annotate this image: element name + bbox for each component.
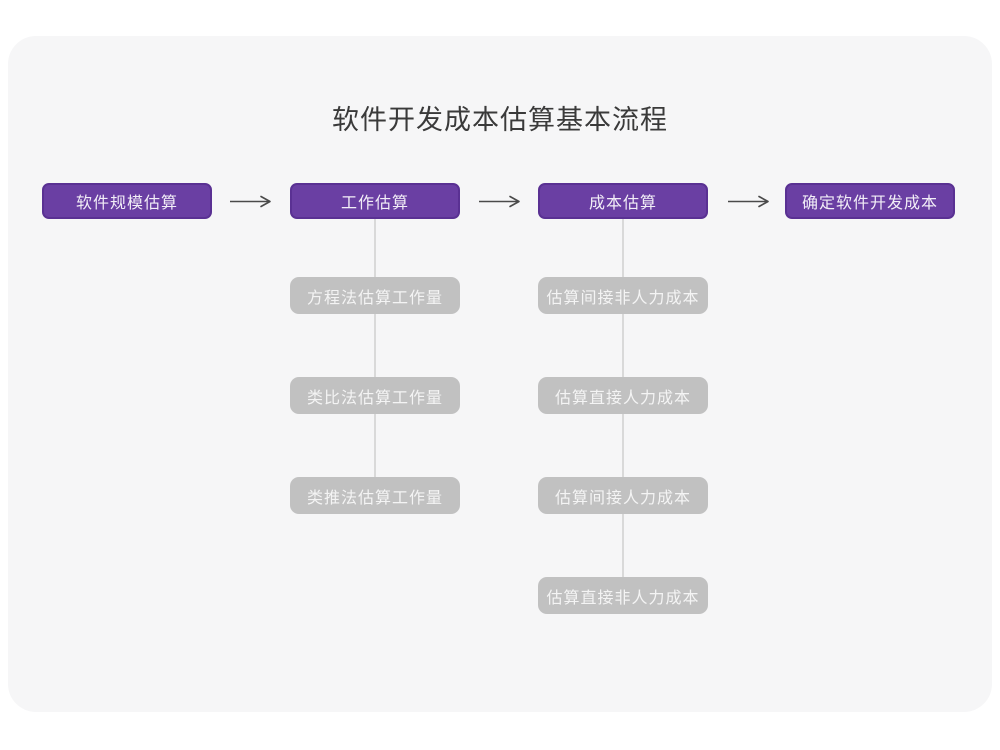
substep-node-label: 类推法估算工作量 (306, 489, 443, 507)
stage-node-label: 成本估算 (588, 195, 657, 212)
stage-node-label: 确定软件开发成本 (801, 195, 938, 212)
flow-arrow-icon (727, 195, 771, 208)
stage-node-label: 工作估算 (340, 195, 409, 212)
stage-node-software-size-estimation: 软件规模估算 (42, 183, 212, 219)
substep-node-direct-labor-cost: 估算直接人力成本 (538, 377, 708, 414)
diagram-title: 软件开发成本估算基本流程 (332, 105, 668, 135)
substep-node-analogy-method: 类比法估算工作量 (290, 377, 460, 414)
substep-node-label: 估算直接人力成本 (554, 389, 691, 407)
flow-arrow-icon (229, 195, 273, 208)
substep-node-equation-method: 方程法估算工作量 (290, 277, 460, 314)
diagram-card: 软件开发成本估算基本流程 软件规模估算 工作估算 成本估算 (8, 36, 992, 712)
substep-node-label: 估算间接人力成本 (554, 489, 691, 507)
substep-node-label: 估算直接非人力成本 (546, 589, 700, 607)
stage-node-work-estimation: 工作估算 (290, 183, 460, 219)
work-column-connector-line (374, 219, 376, 477)
stage-node-determine-development-cost: 确定软件开发成本 (785, 183, 955, 219)
substep-node-extrapolation-method: 类推法估算工作量 (290, 477, 460, 514)
substep-node-label: 类比法估算工作量 (306, 389, 443, 407)
stage-node-label: 软件规模估算 (75, 195, 178, 212)
substep-node-indirect-labor-cost: 估算间接人力成本 (538, 477, 708, 514)
substep-node-direct-nonlabor-cost: 估算直接非人力成本 (538, 577, 708, 614)
stage-node-cost-estimation: 成本估算 (538, 183, 708, 219)
substep-node-label: 估算间接非人力成本 (546, 289, 700, 307)
substep-node-label: 方程法估算工作量 (306, 289, 443, 307)
flow-arrow-icon (478, 195, 522, 208)
substep-node-indirect-nonlabor-cost: 估算间接非人力成本 (538, 277, 708, 314)
